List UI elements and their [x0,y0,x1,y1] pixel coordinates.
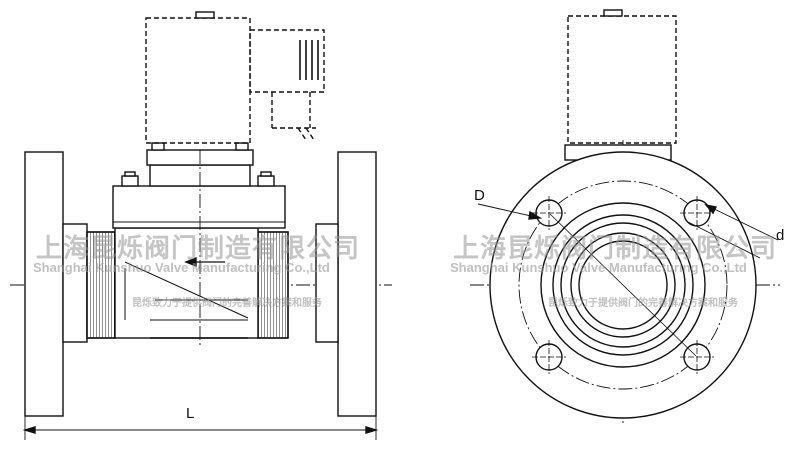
dim-d-label: d [776,227,784,244]
right-socket [315,223,339,343]
bolt-circle [518,180,728,390]
front-view [10,11,392,440]
valve-body [114,227,259,339]
socket-ring-3 [560,222,686,348]
dim-d-leader-1 [705,204,779,241]
bonnet-bolt-left [121,175,139,187]
left-flange [24,151,64,417]
dim-d-leader-2 [687,221,761,259]
bonnet [112,185,286,229]
dim-D-line [549,213,697,357]
dim-L-label: L [186,405,194,422]
top-nut [151,142,165,151]
end-coil-terminal [603,9,623,17]
left-thread [86,231,116,339]
flow-arrow-head [184,256,197,268]
coil-terminal [195,11,215,19]
right-flange [337,151,377,417]
end-view [470,9,780,425]
body-internal-wall [124,261,249,321]
bore-outer [570,232,676,338]
left-socket [62,223,88,343]
right-thread [257,231,289,339]
connector-pins [299,40,319,80]
end-coil [567,15,677,144]
socket-ring-2 [552,214,694,356]
dim-D-label: D [474,187,485,204]
bonnet-bolt-right [257,175,275,187]
bore-inner [578,240,668,330]
solenoid-coil [145,17,325,144]
